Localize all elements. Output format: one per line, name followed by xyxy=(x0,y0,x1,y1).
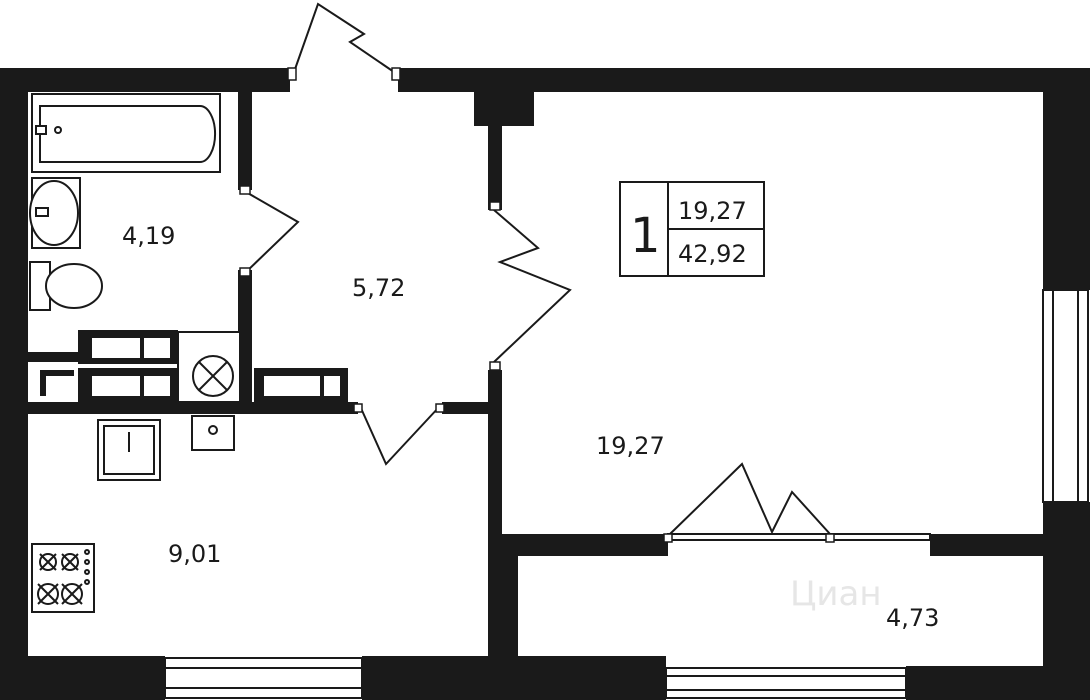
wall-bath-hall-lower xyxy=(238,270,252,410)
wall-bath-bottom xyxy=(28,352,80,362)
watermark-text: Циан xyxy=(790,574,882,614)
kitchen-fixtures xyxy=(31,415,235,613)
loggia-area-label: 4,73 xyxy=(886,604,939,632)
total-area-value: 42,92 xyxy=(678,240,747,268)
kitchen-sink xyxy=(191,415,235,451)
window-loggia xyxy=(665,667,907,699)
wall-right-top xyxy=(1043,68,1090,290)
loggia-door xyxy=(669,462,831,535)
room-count: 1 xyxy=(630,208,661,264)
wall-bath-hall-upper xyxy=(238,90,252,190)
apartment-badge: 1 19,27 42,92 xyxy=(619,181,765,277)
wall-hall-bottom-right xyxy=(442,402,498,414)
wall-column xyxy=(474,90,534,126)
wall-hall-living-upper xyxy=(488,126,502,210)
wall-top-right xyxy=(398,68,1090,92)
wall-right-bottom xyxy=(1043,502,1090,700)
hallway-area-label: 5,72 xyxy=(352,274,405,302)
shafts xyxy=(40,330,348,402)
doors xyxy=(245,2,831,535)
bathroom-fixtures xyxy=(29,93,241,403)
entrance-door xyxy=(293,2,395,73)
wall-top-left xyxy=(0,68,290,92)
wall-bottom-left-a xyxy=(0,656,165,700)
wall-loggia-top-left xyxy=(488,534,668,556)
bathroom-door xyxy=(245,191,300,273)
toilet xyxy=(29,261,103,311)
kitchen-door xyxy=(359,405,441,466)
wall-loggia-top-right xyxy=(930,534,1090,556)
windows xyxy=(164,289,1089,699)
wall-loggia-left xyxy=(498,534,518,700)
kitchen-area-label: 9,01 xyxy=(168,540,221,568)
window-kitchen xyxy=(164,657,363,699)
window-loggia-door xyxy=(667,533,931,541)
window-living xyxy=(1042,289,1089,503)
living-area-value: 19,27 xyxy=(678,197,747,225)
bathroom-area-label: 4,19 xyxy=(122,222,175,250)
living-room-area-label: 19,27 xyxy=(596,432,665,460)
wall-left xyxy=(0,68,28,700)
watermark: Циан xyxy=(790,574,882,614)
living-door xyxy=(493,209,572,363)
walls xyxy=(0,68,1090,700)
wall-kitchen-top xyxy=(28,402,358,414)
